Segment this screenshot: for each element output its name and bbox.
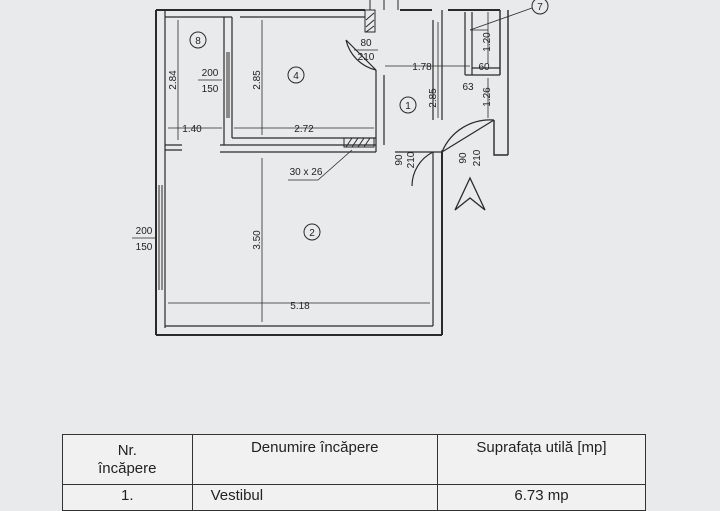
- door-right-arc: [441, 119, 495, 153]
- wall-8-4: [223, 17, 233, 145]
- room-number-4: 4: [293, 71, 299, 82]
- dim-284: 2.84: [168, 70, 179, 90]
- wall-stub: [464, 12, 500, 76]
- header-nr-line2: încăpere: [98, 459, 157, 477]
- table-header-row: Nr. încăpere Denumire încăpere Suprafața…: [62, 434, 647, 485]
- room-number-1: 1: [405, 101, 411, 112]
- dim-285b: 2.85: [428, 88, 439, 108]
- wall-4-1: [375, 70, 385, 152]
- room-number-2: 2: [309, 228, 315, 239]
- dim-178: 1.78: [412, 62, 432, 73]
- room-number-8: 8: [195, 36, 201, 47]
- window-small-width: 200: [202, 68, 219, 79]
- wall-right-upper: [432, 10, 443, 120]
- dim-63: 63: [462, 82, 474, 93]
- floor-plan: 8 4 1 2 7 2.84 2.85 1.40 2.72 1.78 2.85 …: [132, 0, 549, 336]
- door-mid-arc: [395, 151, 434, 187]
- wall-lower-right-connect: [433, 150, 443, 160]
- door-top-height: 210: [358, 52, 375, 63]
- dim-285a: 2.85: [252, 70, 263, 90]
- wall-right-edge: [493, 10, 509, 156]
- window-big: [158, 185, 163, 290]
- table-row: 1. Vestibul 6.73 mp: [62, 484, 647, 511]
- dim-126: 1.26: [482, 87, 493, 107]
- row-name: Vestibul: [191, 484, 438, 511]
- shaft-label: 30 x 26: [290, 167, 323, 178]
- door-right-height: 210: [472, 149, 483, 166]
- shaft-leader: [288, 149, 353, 181]
- window-big-height: 150: [136, 242, 153, 253]
- north-arrow-icon: [454, 176, 486, 211]
- door-top-width: 80: [360, 38, 372, 49]
- dim-350: 3.50: [252, 230, 263, 250]
- door-mid-height: 210: [406, 151, 417, 168]
- header-area: Suprafața utilă [mp]: [436, 434, 647, 485]
- header-nr: Nr. încăpere: [62, 434, 193, 485]
- dim-518: 5.18: [290, 301, 310, 312]
- door-right-width: 90: [458, 152, 469, 164]
- room-number-7: 7: [537, 2, 543, 13]
- window-top: [369, 0, 399, 10]
- dim-140: 1.40: [182, 124, 202, 135]
- room7-leader: [469, 7, 533, 31]
- door-top-arc: [345, 39, 377, 71]
- window-big-width: 200: [136, 226, 153, 237]
- header-name: Denumire încăpere: [191, 434, 438, 485]
- wall-8-2: [165, 149, 376, 153]
- window-small: [226, 52, 230, 118]
- dim-60: 60: [478, 62, 490, 73]
- dim-272: 2.72: [294, 124, 314, 135]
- dim-120: 1.20: [482, 32, 493, 52]
- door-mid-width: 90: [394, 154, 405, 166]
- row-nr: 1.: [62, 484, 193, 511]
- window-small-height: 150: [202, 84, 219, 95]
- header-nr-line1: Nr.: [117, 441, 137, 459]
- shaft-hatch: [343, 9, 376, 148]
- rooms-table: Nr. încăpere Denumire încăpere Suprafața…: [62, 434, 647, 511]
- row-area: 6.73 mp: [436, 484, 647, 511]
